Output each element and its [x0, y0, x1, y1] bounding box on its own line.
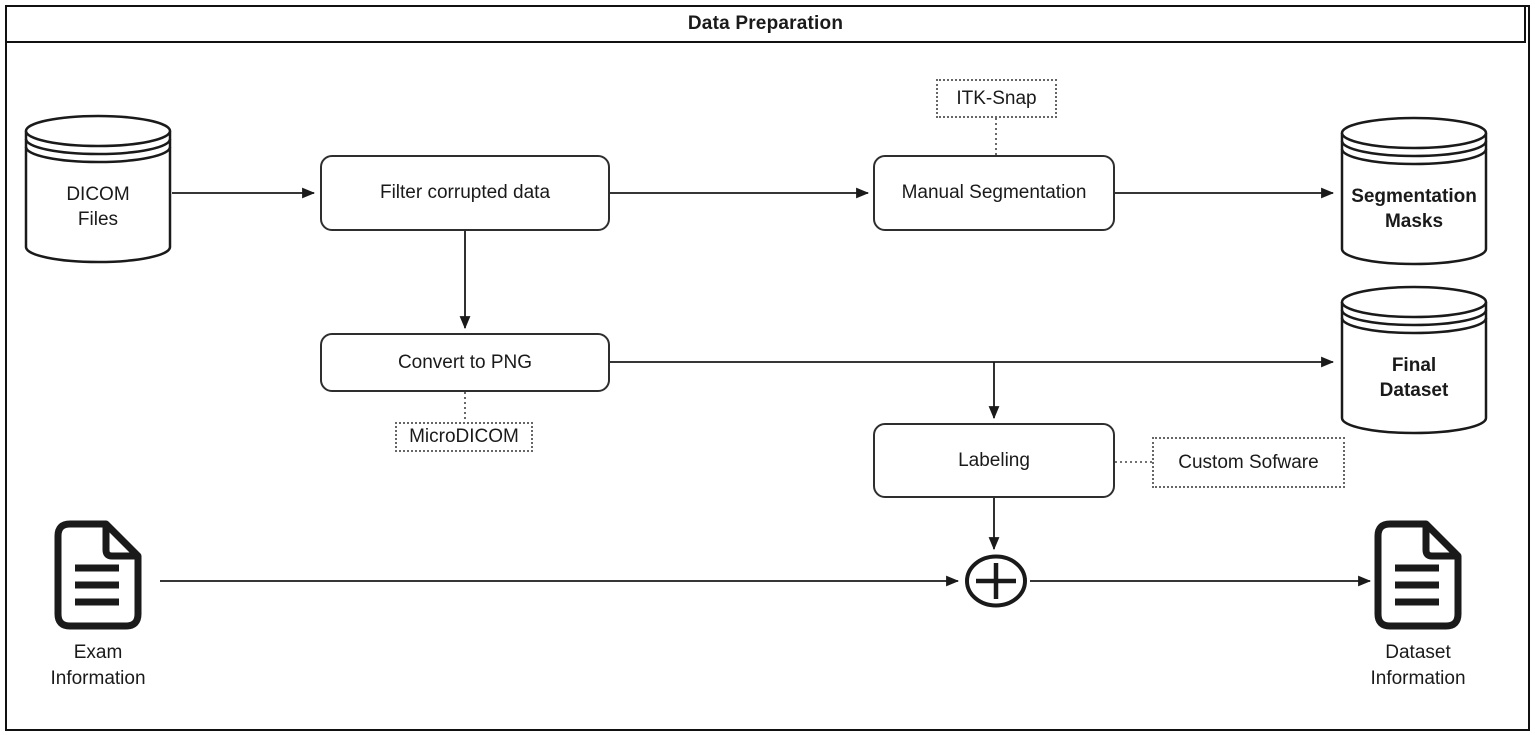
- node-label-exam-information: Exam Information: [50, 642, 146, 689]
- database-icon: [1340, 285, 1488, 435]
- node-label-dicom-files: DICOM Files: [66, 183, 130, 230]
- node-label-manual-segmentation: Manual Segmentation: [901, 182, 1087, 203]
- circle-plus-icon: [965, 554, 1027, 608]
- annotation-label-itk-snap: ITK-Snap: [956, 87, 1037, 109]
- annotation-custom-software[interactable]: Custom Sofware: [1152, 437, 1345, 488]
- merge-junction[interactable]: [964, 554, 1028, 608]
- database-icon: [24, 114, 172, 264]
- document-icon: [54, 520, 142, 630]
- node-final-dataset[interactable]: Final Dataset: [1338, 284, 1490, 437]
- node-exam-information[interactable]: Exam Information: [36, 520, 160, 691]
- node-label-dataset-information: Dataset Information: [1370, 642, 1466, 689]
- node-manual-segmentation[interactable]: Manual Segmentation: [873, 155, 1115, 231]
- annotation-itk-snap[interactable]: ITK-Snap: [936, 79, 1057, 118]
- database-icon: [1340, 116, 1488, 266]
- node-label-filter-corrupted-data: Filter corrupted data: [379, 182, 551, 203]
- node-label-final-dataset: Final Dataset: [1379, 354, 1449, 401]
- node-label-convert-to-png: Convert to PNG: [397, 351, 533, 373]
- document-icon: [1374, 520, 1462, 630]
- diagram-border: [5, 5, 1530, 731]
- node-filter-corrupted-data[interactable]: Filter corrupted data: [320, 155, 610, 231]
- node-label-labeling: Labeling: [958, 449, 1030, 471]
- node-labeling[interactable]: Labeling: [873, 423, 1115, 498]
- node-convert-to-png[interactable]: Convert to PNG: [320, 333, 610, 392]
- node-dicom-files[interactable]: DICOM Files: [22, 113, 174, 266]
- annotation-label-microdicom: MicroDICOM: [409, 426, 519, 447]
- node-label-segmentation-masks: Segmentation Masks: [1351, 185, 1477, 232]
- annotation-microdicom[interactable]: MicroDICOM: [395, 422, 533, 452]
- annotation-label-custom-software: Custom Sofware: [1178, 451, 1319, 473]
- node-segmentation-masks[interactable]: Segmentation Masks: [1338, 115, 1490, 268]
- diagram-title: Data Preparation: [5, 5, 1526, 43]
- node-dataset-information[interactable]: Dataset Information: [1356, 520, 1480, 691]
